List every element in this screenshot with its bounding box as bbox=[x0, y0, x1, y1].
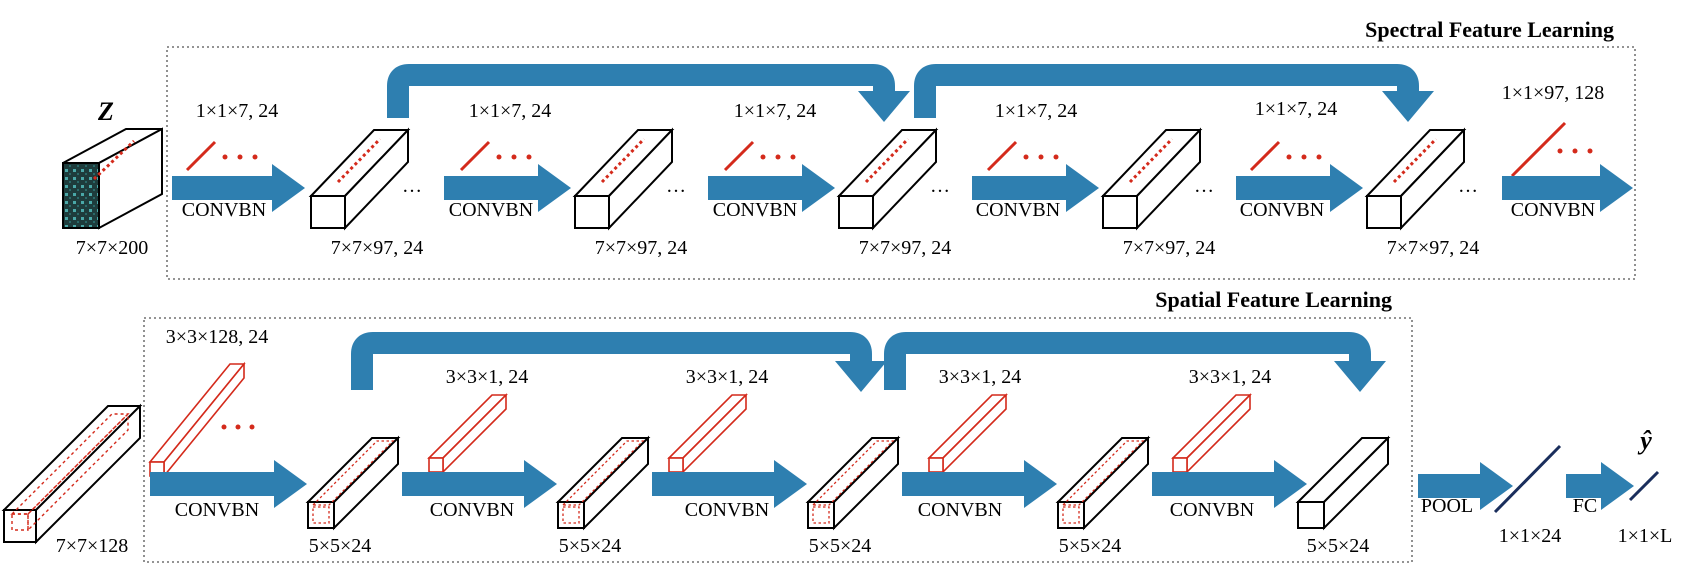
spectral-convbn-arrow-5 bbox=[1236, 164, 1363, 212]
spatial-convbn-arrow-1 bbox=[150, 460, 307, 508]
spectral-kernel-5 bbox=[1249, 140, 1281, 172]
spatial-kernel-1 bbox=[148, 361, 246, 479]
spectral-ellipsis-4: … bbox=[1194, 175, 1214, 197]
spectral-kernel-label-1: 1×1×7, 24 bbox=[196, 100, 279, 122]
spectral-ellipsis-2: … bbox=[666, 175, 686, 197]
spectral-op-label-3: CONVBN bbox=[713, 199, 797, 221]
spatial-input-cube bbox=[1, 403, 143, 545]
spatial-op-label-1: CONVBN bbox=[175, 499, 259, 521]
output-dim: 1×1×L bbox=[1618, 525, 1673, 547]
fc-arrow bbox=[1566, 462, 1634, 510]
spectral-kernel-4 bbox=[986, 140, 1018, 172]
spectral-convbn-arrow-3 bbox=[708, 164, 835, 212]
spatial-convbn-arrow-3 bbox=[652, 460, 807, 508]
fc-label: FC bbox=[1573, 495, 1597, 517]
spectral-input-dim: 7×7×200 bbox=[76, 237, 149, 259]
spectral-block-4 bbox=[1100, 127, 1203, 231]
spectral-block-3 bbox=[836, 127, 939, 231]
spatial-skip-connection-1 bbox=[351, 332, 872, 390]
spatial-kernel-label-3: 3×3×1, 24 bbox=[686, 366, 769, 388]
spatial-kernel-4 bbox=[927, 393, 1008, 474]
spatial-op-label-5: CONVBN bbox=[1170, 499, 1254, 521]
spatial-skip-arrowhead-1 bbox=[835, 361, 887, 392]
spectral-kernel-label-2: 1×1×7, 24 bbox=[469, 100, 552, 122]
spectral-kernel-6 bbox=[1510, 121, 1567, 178]
spatial-kernel-5 bbox=[1171, 393, 1252, 474]
input-symbol-z: Z bbox=[97, 97, 114, 126]
spectral-op-label-2: CONVBN bbox=[449, 199, 533, 221]
spectral-skip-arrowhead-2 bbox=[1382, 91, 1434, 122]
spectral-kernel-label-5: 1×1×7, 24 bbox=[1255, 98, 1338, 120]
spectral-panel: Spectral Feature Learning Z 7×7×200 1×1×… bbox=[62, 17, 1636, 280]
spatial-title: Spatial Feature Learning bbox=[1155, 287, 1392, 312]
spatial-panel-border bbox=[143, 317, 1413, 563]
spectral-ellipsis-5: … bbox=[1458, 175, 1478, 197]
spectral-kernel-1 bbox=[185, 140, 217, 172]
spectral-skip-connection-2 bbox=[914, 64, 1419, 118]
spatial-panel: Spatial Feature Learning 7×7×128 3×3×128… bbox=[1, 287, 1413, 563]
spectral-kernel-label-6: 1×1×97, 128 bbox=[1502, 82, 1605, 104]
spectral-block-5 bbox=[1364, 127, 1467, 231]
spatial-block-2 bbox=[555, 435, 651, 531]
spectral-block-2 bbox=[572, 127, 675, 231]
spectral-skip-connection-1 bbox=[387, 64, 895, 118]
spectral-block-1 bbox=[308, 127, 411, 231]
spectral-title: Spectral Feature Learning bbox=[1365, 17, 1614, 42]
spatial-op-label-2: CONVBN bbox=[430, 499, 514, 521]
spatial-kernel-3 bbox=[667, 393, 748, 474]
spatial-block-dim-4: 5×5×24 bbox=[1059, 535, 1122, 557]
spatial-kernel-2 bbox=[427, 393, 508, 474]
spatial-input-dim: 7×7×128 bbox=[56, 535, 129, 557]
spatial-block-dim-5: 5×5×24 bbox=[1307, 535, 1370, 557]
pool-output-vector bbox=[1493, 444, 1562, 514]
spatial-skip-connection-2 bbox=[884, 332, 1371, 390]
pool-dim: 1×1×24 bbox=[1499, 525, 1562, 547]
spatial-block-dim-2: 5×5×24 bbox=[559, 535, 622, 557]
spectral-block-dim-4: 7×7×97, 24 bbox=[1123, 237, 1216, 259]
spatial-block-dim-1: 5×5×24 bbox=[309, 535, 372, 557]
spatial-op-label-4: CONVBN bbox=[918, 499, 1002, 521]
spectral-convbn-arrow-2 bbox=[444, 164, 571, 212]
spatial-block-dim-3: 5×5×24 bbox=[809, 535, 872, 557]
spectral-op-label-6: CONVBN bbox=[1511, 199, 1595, 221]
spectral-kernel-2 bbox=[459, 140, 491, 172]
spatial-block-1 bbox=[305, 435, 401, 531]
spatial-block-4 bbox=[1055, 435, 1151, 531]
spectral-block-dim-1: 7×7×97, 24 bbox=[331, 237, 424, 259]
spectral-block-dim-3: 7×7×97, 24 bbox=[859, 237, 952, 259]
spectral-op-label-5: CONVBN bbox=[1240, 199, 1324, 221]
spectral-convbn-arrow-4 bbox=[972, 164, 1099, 212]
spectral-ellipsis-1: … bbox=[402, 175, 422, 197]
spatial-convbn-arrow-5 bbox=[1152, 460, 1307, 508]
spatial-kernel-label-4: 3×3×1, 24 bbox=[939, 366, 1022, 388]
classifier-head: POOL 1×1×24 FC ŷ 1×1×L bbox=[1418, 426, 1672, 547]
spectral-kernel-3 bbox=[723, 140, 755, 172]
spatial-block-3 bbox=[805, 435, 901, 531]
spectral-skip-arrowhead-1 bbox=[858, 91, 910, 122]
pool-label: POOL bbox=[1421, 495, 1473, 517]
spectral-block-dim-2: 7×7×97, 24 bbox=[595, 237, 688, 259]
fc-output-vector bbox=[1628, 470, 1660, 502]
spectral-input-cube bbox=[62, 127, 163, 230]
spatial-op-label-3: CONVBN bbox=[685, 499, 769, 521]
spectral-ellipsis-3: … bbox=[930, 175, 950, 197]
spatial-kernel-label-5: 3×3×1, 24 bbox=[1189, 366, 1272, 388]
spatial-skip-arrowhead-2 bbox=[1334, 361, 1386, 392]
spatial-kernel-label-1: 3×3×128, 24 bbox=[166, 326, 269, 348]
spatial-convbn-arrow-2 bbox=[402, 460, 557, 508]
spatial-block-5 bbox=[1295, 435, 1391, 531]
spectral-block-dim-5: 7×7×97, 24 bbox=[1387, 237, 1480, 259]
pool-arrow bbox=[1418, 462, 1513, 510]
spectral-op-label-4: CONVBN bbox=[976, 199, 1060, 221]
spectral-op-label-1: CONVBN bbox=[182, 199, 266, 221]
spectral-convbn-arrow-1 bbox=[172, 164, 305, 212]
spectral-kernel-label-3: 1×1×7, 24 bbox=[734, 100, 817, 122]
spectral-convbn-arrow-6 bbox=[1502, 164, 1633, 212]
spatial-convbn-arrow-4 bbox=[902, 460, 1057, 508]
output-symbol-y-hat: ŷ bbox=[1637, 426, 1652, 455]
spatial-kernel-label-2: 3×3×1, 24 bbox=[446, 366, 529, 388]
spectral-kernel-label-4: 1×1×7, 24 bbox=[995, 100, 1078, 122]
